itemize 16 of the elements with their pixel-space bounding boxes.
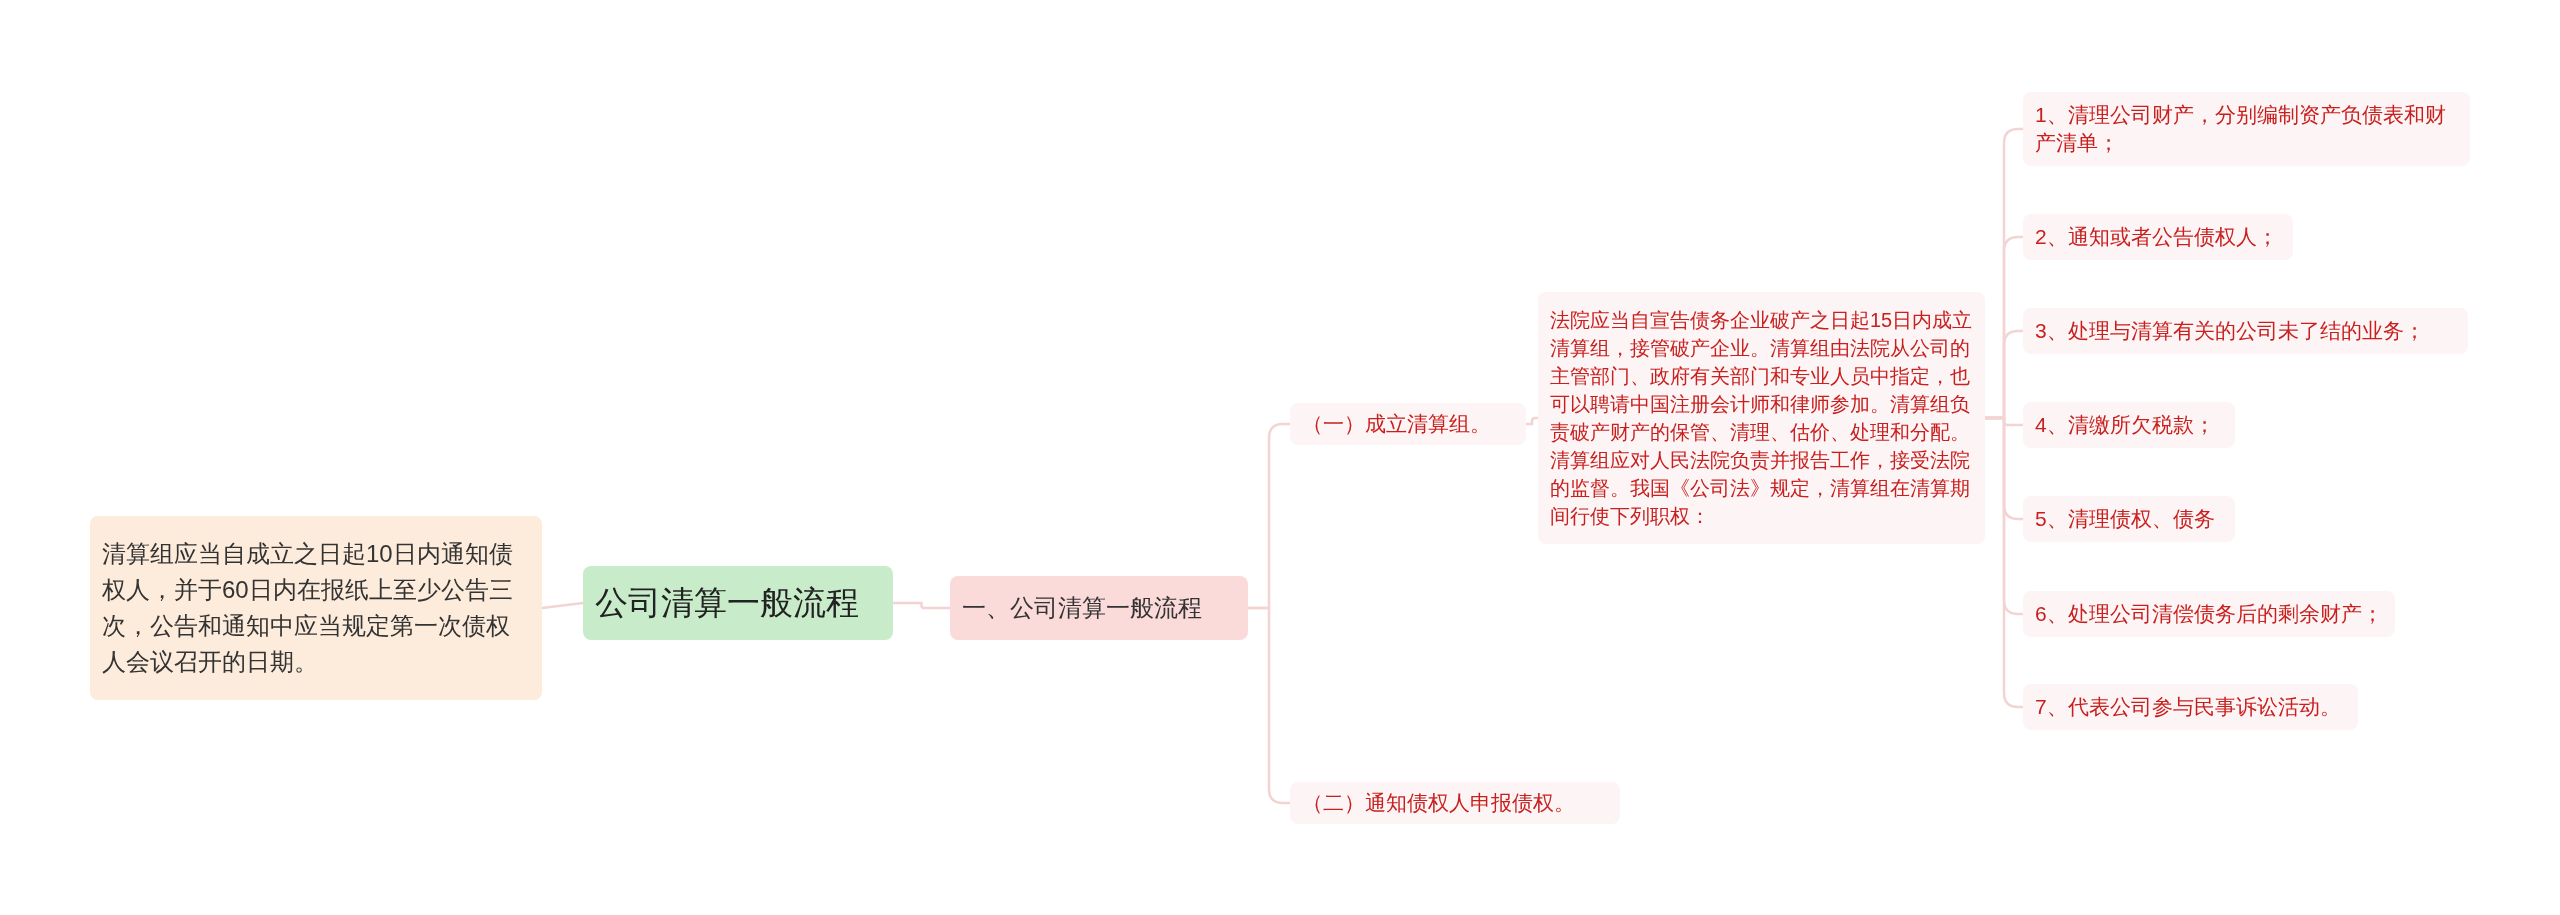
subtopic-box: （二）通知债权人申报债权。	[1290, 782, 1620, 824]
text-box: 法院应当自宣告债务企业破产之日起15日内成立清算组，接管破产企业。清算组由法院从公司的主管部门、政府有关部门和专业人员中指定，也可以聘请中国注册会计师和律师参加。清算组负责破产财产的保管、清理、估价、处理和分配。清算组应对人民法院负责并报告工作，接受法院的监督。我国《公司法》规定，清算组在清算期间行使下列职权：	[1538, 292, 1985, 544]
connector-line	[1248, 606, 1290, 805]
list-item-box: 3、处理与清算有关的公司未了结的业务；	[2023, 308, 2468, 354]
list-item-box: 5、清理债权、债务	[2023, 496, 2235, 542]
list-item-box: 2、通知或者公告债权人；	[2023, 214, 2293, 260]
list-item-box: 1、清理公司财产，分别编制资产负债表和财产清单；	[2023, 92, 2470, 166]
subtopic-box: （一）成立清算组。	[1290, 403, 1526, 445]
list-item-box: 6、处理公司清偿债务后的剩余财产；	[2023, 591, 2395, 637]
connector-line	[893, 601, 950, 610]
connector-line	[541, 601, 584, 610]
branch-topic: 一、公司清算一般流程	[950, 576, 1248, 640]
list-item-box: 7、代表公司参与民事诉讼活动。	[2023, 684, 2358, 730]
note-box: 清算组应当自成立之日起10日内通知债权人，并于60日内在报纸上至少公告三次，公告和通知中应当规定第一次债权人会议召开的日期。	[90, 516, 542, 700]
root-topic: 公司清算一般流程	[583, 566, 893, 640]
list-item-box: 4、清缴所欠税款；	[2023, 402, 2235, 448]
